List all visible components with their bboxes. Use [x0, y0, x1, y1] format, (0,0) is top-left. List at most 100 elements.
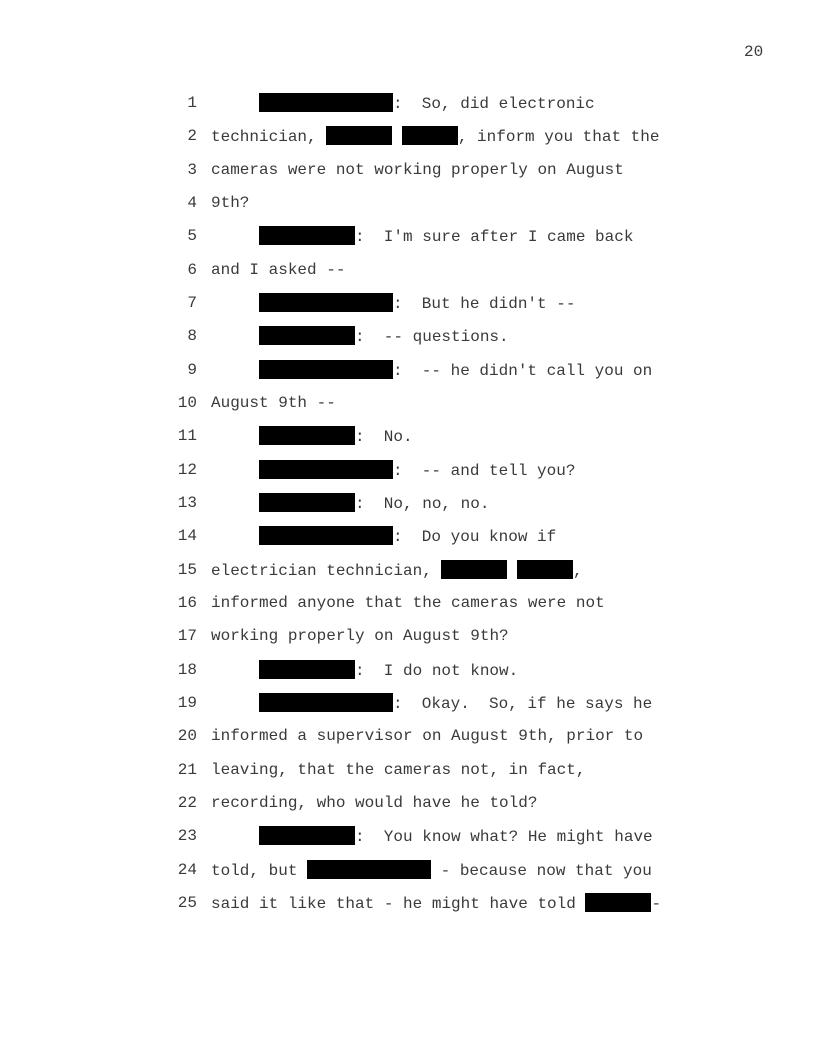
- redaction-box: [259, 826, 355, 846]
- text-segment: said it like that - he might have told: [211, 894, 586, 913]
- transcript-line: 7 : But he didn't --: [0, 292, 816, 313]
- line-text: : -- he didn't call you on: [211, 359, 653, 381]
- redaction-box: [259, 426, 355, 446]
- text-segment: : Okay. So, if he says he: [393, 694, 653, 713]
- text-segment: 9th?: [211, 193, 250, 212]
- redaction-box: [259, 692, 393, 712]
- text-segment: August 9th --: [211, 393, 336, 412]
- transcript-line: 13: No, no, no.: [0, 492, 816, 513]
- line-text: : I'm sure after I came back: [211, 226, 633, 247]
- redaction-box: [259, 93, 393, 112]
- line-number: 11: [177, 427, 197, 446]
- line-text: leaving, that the cameras not, in fact,: [211, 760, 585, 780]
- line-number: 25: [177, 893, 197, 912]
- text-segment: : -- questions.: [355, 328, 509, 347]
- redaction-box: [307, 859, 432, 879]
- text-segment: -: [651, 894, 662, 913]
- line-number: 1: [187, 94, 197, 112]
- line-number: 22: [177, 793, 197, 812]
- text-segment: told, but: [211, 861, 308, 880]
- transcript-line: 1 : So, did electronic: [0, 93, 816, 113]
- transcript-line: 8 : -- questions.: [0, 326, 816, 346]
- line-text: technician, , inform you that the: [211, 126, 659, 147]
- line-number: 8: [187, 327, 197, 346]
- redaction-box: [259, 492, 355, 512]
- line-text: : I do not know.: [211, 659, 519, 681]
- line-number: 6: [187, 260, 197, 279]
- line-text: informed anyone that the cameras were no…: [211, 593, 605, 613]
- transcript-line: 5 : I'm sure after I came back: [0, 226, 816, 246]
- text-segment: , inform you that the: [457, 128, 660, 147]
- line-number: 15: [177, 560, 197, 579]
- text-segment: leaving, that the cameras not, in fact,: [211, 760, 586, 779]
- line-text: cameras were not working properly on Aug…: [211, 160, 624, 180]
- text-segment: : But he didn't --: [393, 294, 576, 313]
- line-text: : No.: [211, 426, 413, 447]
- redaction-box: [326, 126, 393, 146]
- transcript-line: 4 9th?: [0, 193, 816, 213]
- text-segment: informed anyone that the cameras were no…: [211, 593, 605, 612]
- text-segment: : I do not know.: [355, 661, 519, 680]
- line-number: 3: [187, 160, 197, 179]
- line-number: 2: [187, 127, 197, 146]
- transcript-line: 20 informed a supervisor on August 9th, p…: [0, 726, 816, 746]
- text-segment: cameras were not working properly on Aug…: [211, 160, 624, 179]
- line-number: 16: [177, 593, 197, 612]
- text-segment: : -- and tell you?: [393, 461, 576, 480]
- text-segment: : -- he didn't call you on: [393, 361, 653, 380]
- line-text: August 9th --: [211, 393, 336, 413]
- line-text: 9th?: [211, 193, 249, 213]
- line-number: 7: [187, 293, 197, 312]
- line-text: : So, did electronic: [211, 93, 595, 114]
- redaction-box: [259, 526, 393, 546]
- transcript-line: 23 : You know what? He might have: [0, 826, 816, 846]
- text-segment: : No.: [355, 428, 413, 447]
- line-text: : Do you know if: [211, 526, 556, 547]
- line-text: electrician technician, ,: [211, 559, 583, 581]
- line-text: informed a supervisor on August 9th, pri…: [211, 726, 643, 746]
- line-number: 20: [177, 727, 197, 746]
- line-number: 24: [177, 860, 197, 879]
- line-text: working properly on August 9th?: [211, 626, 509, 646]
- redaction-box: [259, 226, 355, 246]
- redaction-box: [401, 126, 458, 146]
- text-segment: : You know what? He might have: [355, 828, 653, 847]
- text-segment: : I'm sure after I came back: [355, 228, 634, 247]
- transcript-line: 24 told, but - because now that you: [0, 859, 816, 881]
- line-number: 5: [187, 227, 197, 246]
- line-text: : Okay. So, if he says he: [211, 692, 653, 714]
- text-segment: working properly on August 9th?: [211, 627, 509, 646]
- transcript-line: 12: -- and tell you?: [0, 459, 816, 481]
- text-segment: : Do you know if: [393, 528, 557, 547]
- text-segment: - because now that you: [431, 861, 652, 880]
- text-segment: : No, no, no.: [355, 494, 490, 513]
- line-text: : -- and tell you?: [211, 459, 576, 481]
- redaction-box: [585, 892, 652, 912]
- transcript-line: 16 informed anyone that the cameras were …: [0, 593, 816, 613]
- page-number: 20: [744, 43, 764, 61]
- transcript-line: 18 : I do not know.: [0, 659, 816, 681]
- transcript-line: 22 recording, who would have he told?: [0, 793, 816, 813]
- text-segment: : So, did electronic: [393, 95, 595, 113]
- transcript-line: 2 technician, , inform you that the: [0, 126, 816, 146]
- transcript-line: 6 and I asked --: [0, 260, 816, 280]
- text-segment: [507, 562, 517, 580]
- line-number: 14: [177, 527, 197, 546]
- transcript-line: 15 electrician technician, ,: [0, 559, 816, 581]
- text-segment: ,: [573, 561, 583, 580]
- transcript-line: 9: -- he didn't call you on: [0, 359, 816, 381]
- line-number: 23: [177, 827, 197, 846]
- line-number: 4: [187, 193, 197, 212]
- line-number: 21: [177, 760, 197, 779]
- line-number: 18: [177, 660, 197, 679]
- line-text: told, but - because now that you: [211, 859, 652, 881]
- text-segment: recording, who would have he told?: [211, 793, 538, 812]
- line-text: : You know what? He might have: [211, 826, 653, 847]
- transcript-line: 21 leaving, that the cameras not, in fact…: [0, 760, 816, 780]
- line-text: and I asked --: [211, 260, 345, 280]
- line-text: : -- questions.: [211, 326, 509, 347]
- text-segment: and I asked --: [211, 260, 346, 279]
- redaction-box: [259, 359, 393, 379]
- line-text: said it like that - he might have told -: [211, 892, 662, 914]
